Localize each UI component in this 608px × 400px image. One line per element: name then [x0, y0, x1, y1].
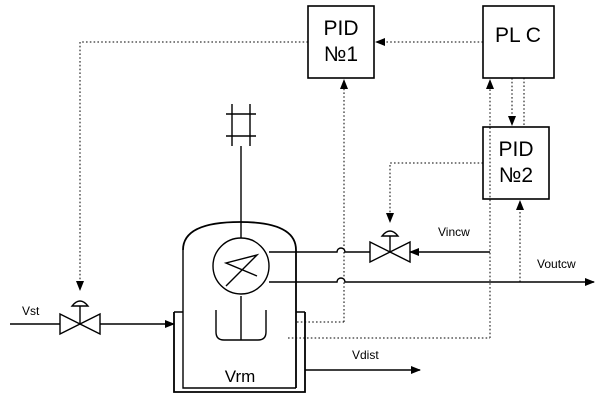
steam-valve-icon — [59, 300, 101, 336]
cooling-water-outlet-label: Voutcw — [537, 257, 576, 271]
impeller-icon — [215, 296, 267, 341]
pid-2-to-cooling-valve-signal — [386, 162, 483, 223]
agitator — [226, 104, 256, 238]
pid-1-title: PID — [323, 17, 358, 40]
reactor-vessel: Vrm — [173, 221, 306, 393]
plc-label: PL C — [495, 24, 541, 47]
cooling-water-outlet-line — [269, 277, 595, 286]
heat-exchanger-coil — [212, 237, 270, 295]
pid-1-controller: PID №1 — [307, 5, 375, 79]
plc-controller: PL C — [482, 5, 555, 79]
cooling-water-to-coil-line — [269, 247, 370, 253]
pid-2-controller: PID №2 — [482, 126, 550, 200]
steam-inlet-label: Vst — [22, 304, 40, 318]
pid-2-number: №2 — [499, 164, 533, 187]
distillate-label: Vdist — [352, 348, 379, 362]
cooling-water-inlet-label: Vincw — [438, 225, 470, 239]
pid-1-number: №1 — [324, 43, 358, 66]
pid-2-title: PID — [498, 138, 533, 161]
pid-1-to-steam-valve-signal — [76, 41, 308, 291]
reactor-label: Vrm — [225, 367, 256, 386]
cooling-water-valve-icon — [369, 230, 411, 264]
